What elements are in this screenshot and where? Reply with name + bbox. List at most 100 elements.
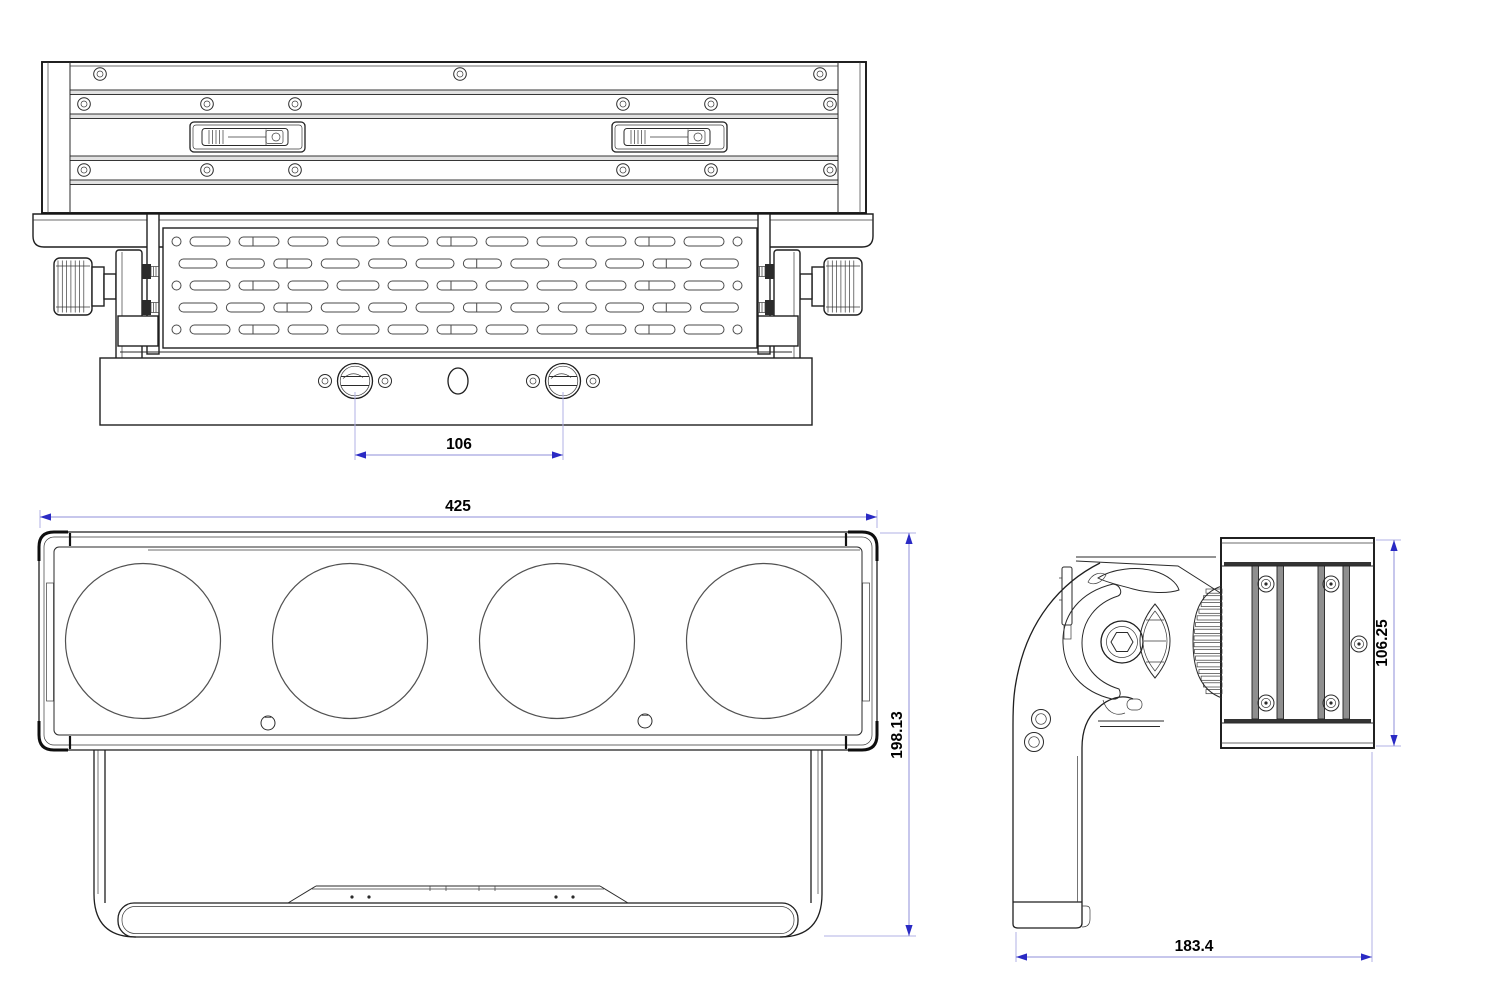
screw-icon — [318, 374, 332, 388]
heatsink-fin — [1195, 655, 1223, 661]
heatsink-fin — [1198, 669, 1223, 674]
vent-slot — [634, 324, 676, 335]
drawing-shape — [799, 273, 813, 300]
screw-icon — [456, 70, 464, 78]
vent-slot — [273, 302, 313, 313]
drawing-line — [1390, 540, 1398, 551]
drawing-line — [905, 925, 913, 936]
drawing-shape — [121, 906, 795, 934]
vent-slot — [732, 280, 743, 291]
drawing-shape — [554, 895, 558, 899]
drawing-shape — [765, 264, 774, 279]
heatsink-fin — [1196, 662, 1223, 668]
screw-icon — [707, 166, 715, 174]
vent-slot — [699, 258, 739, 269]
heatsink-fin — [1203, 595, 1223, 601]
drawing-shape — [1264, 701, 1268, 705]
drawing-shape — [321, 377, 329, 385]
drawing-line — [342, 373, 364, 379]
screw-icon — [80, 166, 88, 174]
yoke-mount-plate — [287, 885, 629, 904]
vent-slot — [287, 236, 329, 247]
drawing-line — [866, 513, 877, 521]
clamp-bolt — [756, 264, 774, 279]
front-screw — [260, 715, 276, 731]
vent-slot — [652, 258, 692, 269]
drawing-shape — [91, 266, 105, 307]
drawing-line — [1098, 720, 1164, 727]
drawing-shape — [589, 377, 597, 385]
yoke-eye-cutout — [1139, 603, 1171, 679]
screw-icon — [288, 163, 302, 177]
drawing-shape — [637, 713, 653, 729]
vent-slot — [238, 324, 280, 335]
side-view: 106.25 183.4 — [1012, 537, 1401, 962]
drawing-shape — [1024, 732, 1044, 752]
arm-screw — [1031, 709, 1051, 729]
vent-slots — [171, 236, 743, 335]
vent-slot — [510, 302, 550, 313]
drawing-line — [1081, 905, 1091, 928]
lens-4 — [685, 562, 843, 720]
yoke-crescent-slot — [1062, 583, 1122, 700]
drawing-shape — [1264, 582, 1268, 586]
vent-plate — [162, 227, 758, 349]
drawing-line — [97, 750, 819, 894]
screw-icon — [203, 100, 211, 108]
side-strip-left — [46, 582, 54, 702]
drawing-shape — [1028, 736, 1040, 748]
clamp-bolt — [142, 300, 160, 315]
vent-slot — [683, 280, 725, 291]
drawing-line — [1059, 577, 1062, 601]
drawing-shape — [150, 266, 160, 277]
screw-icon — [1257, 694, 1275, 712]
dimension-overall-width: 425 — [39, 498, 878, 528]
screw-icon — [93, 67, 107, 81]
screw-icon — [200, 97, 214, 111]
vent-slot — [462, 302, 502, 313]
clamp-foot-left — [117, 315, 159, 347]
drawing-line — [848, 530, 879, 561]
vent-slot — [171, 236, 182, 247]
drawing-shape — [1035, 713, 1047, 725]
drawing-line — [93, 893, 137, 938]
screw-icon — [1257, 575, 1275, 593]
drawing-line — [1087, 572, 1107, 585]
screw-icon — [378, 374, 392, 388]
vent-slot — [320, 302, 360, 313]
screw-icon — [704, 163, 718, 177]
heatsink-fin — [1200, 602, 1223, 607]
drawing-shape — [1354, 639, 1364, 649]
mounting-yoke-side — [1012, 556, 1223, 929]
dim-label-overall-height: 198.13 — [889, 711, 906, 759]
drawing-shape — [1106, 626, 1138, 658]
drawing-line — [429, 886, 496, 891]
drawing-shape — [1224, 719, 1371, 723]
vent-slot — [178, 258, 218, 269]
vent-slot — [387, 236, 429, 247]
drawing-shape — [614, 124, 725, 150]
dim-label-mounting-hole-spacing: 106 — [446, 436, 472, 453]
screw-icon — [291, 166, 299, 174]
heatsink-fin — [1194, 628, 1223, 634]
screw-icon — [77, 163, 91, 177]
body-screws — [77, 67, 837, 177]
drawing-line — [1102, 699, 1126, 715]
top-view: 106 — [32, 61, 874, 460]
vent-slot — [462, 258, 502, 269]
front-housing — [38, 531, 878, 751]
knob-knurling — [827, 260, 855, 313]
lens-3 — [478, 562, 636, 720]
vent-slot — [189, 236, 231, 247]
vent-slot — [368, 302, 408, 313]
vent-slot — [732, 324, 743, 335]
vent-slot — [536, 280, 578, 291]
drawing-line — [1144, 619, 1166, 663]
drawing-line — [552, 451, 563, 459]
drawing-shape — [350, 895, 354, 899]
vent-slot — [585, 236, 627, 247]
screw-icon — [619, 100, 627, 108]
drawing-shape — [1224, 562, 1371, 566]
